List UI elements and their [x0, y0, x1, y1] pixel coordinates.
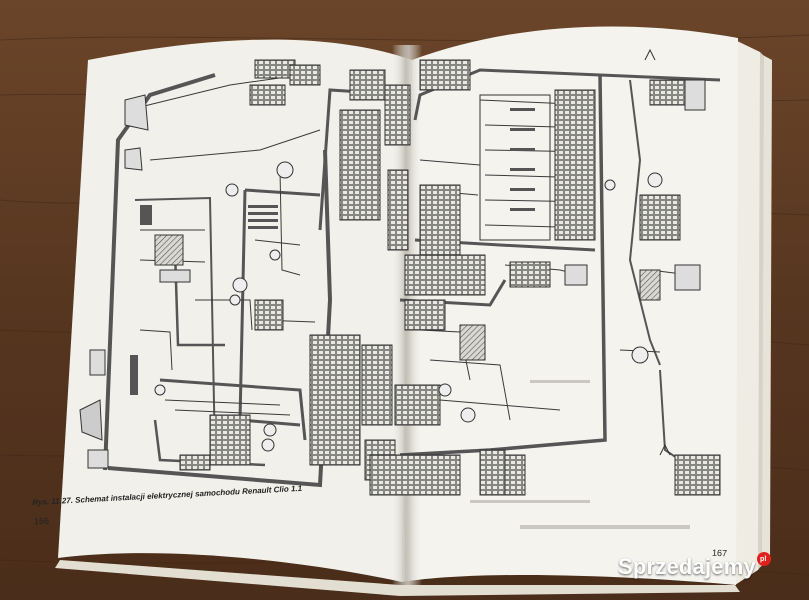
watermark-dot-icon: pl: [756, 552, 771, 566]
page-number-left: 166: [33, 515, 50, 527]
page-stack: [735, 40, 772, 585]
page-stack-bottom: [55, 560, 740, 596]
right-components: [369, 48, 721, 496]
left-components: [79, 59, 411, 481]
sprzedajemy-watermark-logo: Sprzedajemy pl: [618, 552, 771, 582]
watermark-text: Sprzedajemy: [618, 554, 756, 579]
bleed-through: [470, 380, 690, 529]
right-page: [402, 26, 738, 586]
